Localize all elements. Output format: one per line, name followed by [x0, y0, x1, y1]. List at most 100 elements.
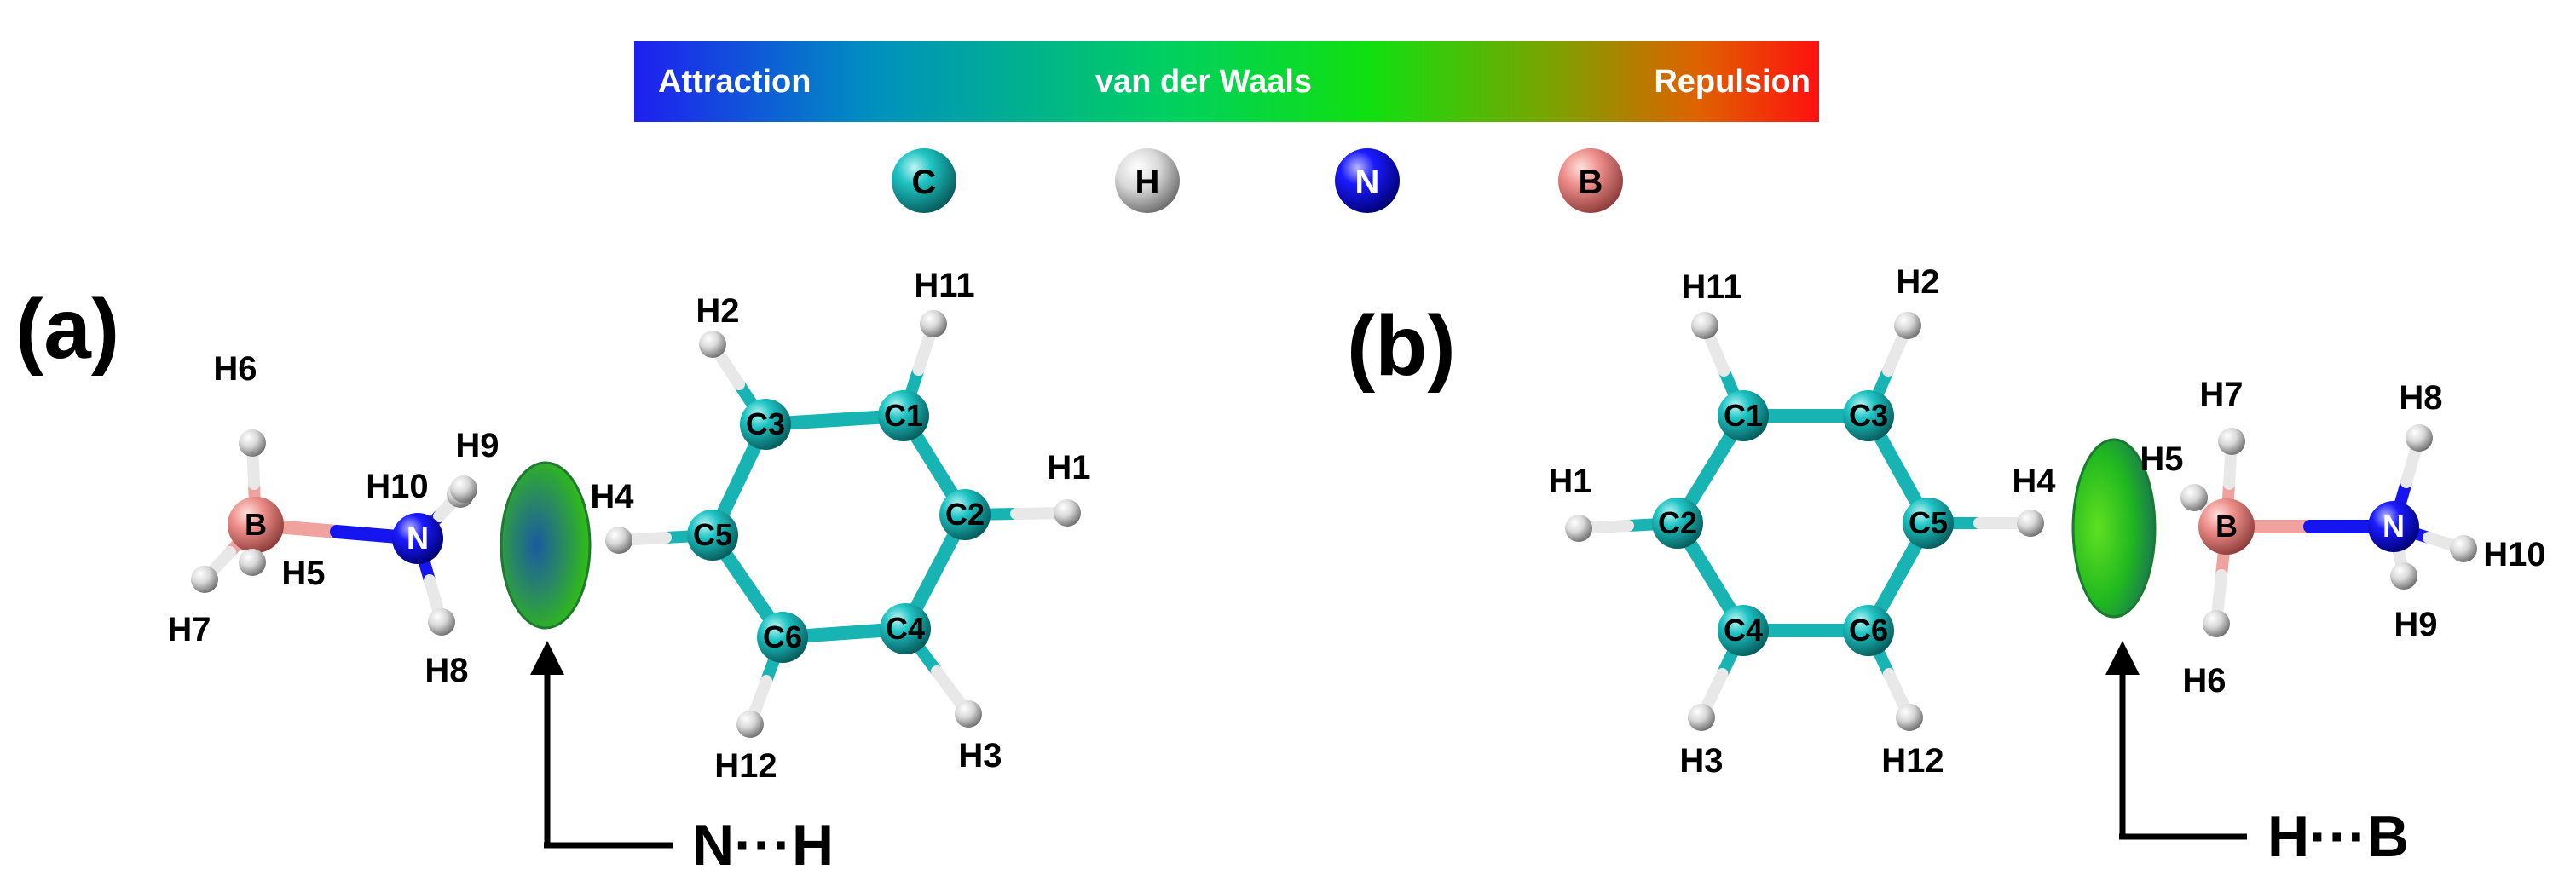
atom-label-h4: H4 — [2012, 463, 2056, 500]
atom-label-h6: H6 — [2182, 662, 2226, 700]
atom-label-h7: H7 — [167, 611, 211, 648]
atom-h6 — [2203, 610, 2230, 637]
atom-c6 — [757, 612, 808, 663]
legend-symbol-h: H — [1135, 164, 1160, 201]
panel-a-bonds — [199, 318, 1073, 730]
atom-label-c1: C1 — [1724, 398, 1763, 433]
nci-isosurface-a — [500, 461, 592, 630]
atom-h12 — [1896, 704, 1923, 731]
panel-a-arrowhead — [530, 641, 564, 675]
atom-label-h3: H3 — [958, 737, 1002, 774]
atom-label-c6: C6 — [763, 619, 802, 654]
atom-label-h12: H12 — [1881, 742, 1944, 780]
atom-label-c2: C2 — [945, 497, 985, 532]
atom-label-h4: H4 — [590, 478, 634, 515]
atom-h12 — [736, 711, 764, 738]
atom-h9 — [450, 475, 477, 503]
atom-label-h10: H10 — [2483, 536, 2545, 573]
atom-h11 — [1691, 312, 1718, 339]
atom-c1 — [878, 390, 929, 441]
atom-h11 — [920, 310, 947, 337]
atom-h4 — [605, 527, 632, 554]
atom-h8 — [2406, 424, 2433, 452]
atom-label-c5: C5 — [693, 517, 732, 552]
atom-h2 — [699, 331, 726, 358]
atom-label-h11: H11 — [1681, 268, 1741, 306]
atom-c4 — [880, 603, 931, 654]
legend-ball-c — [892, 148, 956, 213]
atom-label-h8: H8 — [2399, 379, 2442, 417]
atom-label-c3: C3 — [746, 406, 785, 441]
atom-h7 — [191, 566, 218, 593]
atom-label-h7: H7 — [2199, 376, 2243, 413]
legend-ball-n — [1335, 148, 1400, 213]
atom-h9 — [2390, 562, 2417, 590]
atom-h7 — [2218, 428, 2245, 455]
atom-c4 — [1718, 605, 1769, 656]
atom-label-h3: H3 — [1679, 742, 1723, 780]
atom-label-c5: C5 — [1909, 505, 1948, 540]
atom-label-c4: C4 — [886, 611, 925, 646]
legend-symbol-b: B — [1579, 164, 1603, 201]
panel-b-label: (b) — [1347, 298, 1456, 394]
atom-label-h6: H6 — [213, 350, 257, 388]
atom-label-h10: H10 — [366, 468, 428, 505]
atom-c2 — [1652, 498, 1703, 549]
atom-label-h5: H5 — [281, 555, 325, 592]
legend-symbol-c: C — [912, 164, 937, 201]
atom-c1 — [1718, 390, 1769, 441]
legend-n-atom: N — [1335, 148, 1400, 213]
atom-label-h12: H12 — [714, 747, 777, 785]
panel-a-atoms: C1C3C5C2C4C6H11H2H1H3H12H4H6H7H5H10H9H8B… — [167, 267, 1090, 785]
atom-b — [2198, 498, 2255, 555]
atom-h3 — [1688, 704, 1715, 731]
nci-isosurface-b — [2071, 438, 2157, 619]
atom-label-b: B — [2215, 509, 2238, 544]
atom-label-h9: H9 — [2394, 606, 2437, 643]
atom-n — [2368, 501, 2419, 552]
atom-c3 — [1843, 390, 1894, 441]
attraction-label: Attraction — [658, 64, 811, 100]
legend-b-atom: B — [1558, 148, 1623, 213]
atom-label-n: N — [2383, 509, 2405, 544]
repulsion-label: Repulsion — [1654, 64, 1811, 100]
atom-label-n: N — [407, 521, 429, 556]
atom-label-h11: H11 — [914, 267, 974, 304]
atom-h5 — [2180, 484, 2208, 511]
atom-h4 — [2017, 510, 2044, 537]
atom-label-h2: H2 — [1896, 263, 1939, 301]
atom-label-b: B — [245, 507, 267, 542]
atom-label-h1: H1 — [1047, 449, 1090, 487]
color-scale-bar: Attraction van der Waals Repulsion — [634, 41, 1819, 122]
legend-h-atom: H — [1115, 148, 1180, 213]
van-der-waals-label: van der Waals — [1095, 64, 1312, 100]
atom-c5 — [687, 510, 738, 561]
atom-n — [392, 513, 443, 564]
atom-label-c4: C4 — [1724, 613, 1763, 648]
atom-c2 — [939, 489, 991, 540]
atom-label-h2: H2 — [696, 292, 739, 330]
atom-h1 — [1054, 499, 1081, 527]
atom-c5 — [1903, 498, 1954, 549]
atom-label-h1: H1 — [1548, 463, 1591, 500]
panel-a-interaction-label: N···H — [692, 813, 834, 878]
atom-h6 — [239, 429, 266, 457]
atom-label-h9: H9 — [455, 427, 499, 464]
atom-label-c3: C3 — [1849, 398, 1888, 433]
atom-h8 — [428, 608, 455, 636]
legend-symbol-n: N — [1355, 164, 1380, 201]
atom-h3 — [955, 700, 982, 728]
panel-b-interaction-label: H···B — [2267, 804, 2409, 869]
legend-c-atom: C — [892, 148, 956, 213]
atom-h10 — [2450, 535, 2477, 562]
atom-label-c1: C1 — [884, 398, 923, 433]
color-gradient — [634, 41, 1819, 122]
panel-b-arrowhead — [2105, 641, 2140, 675]
atom-h5 — [239, 549, 266, 576]
panel-a-label: (a) — [15, 281, 119, 377]
atom-h1 — [1565, 515, 1592, 542]
